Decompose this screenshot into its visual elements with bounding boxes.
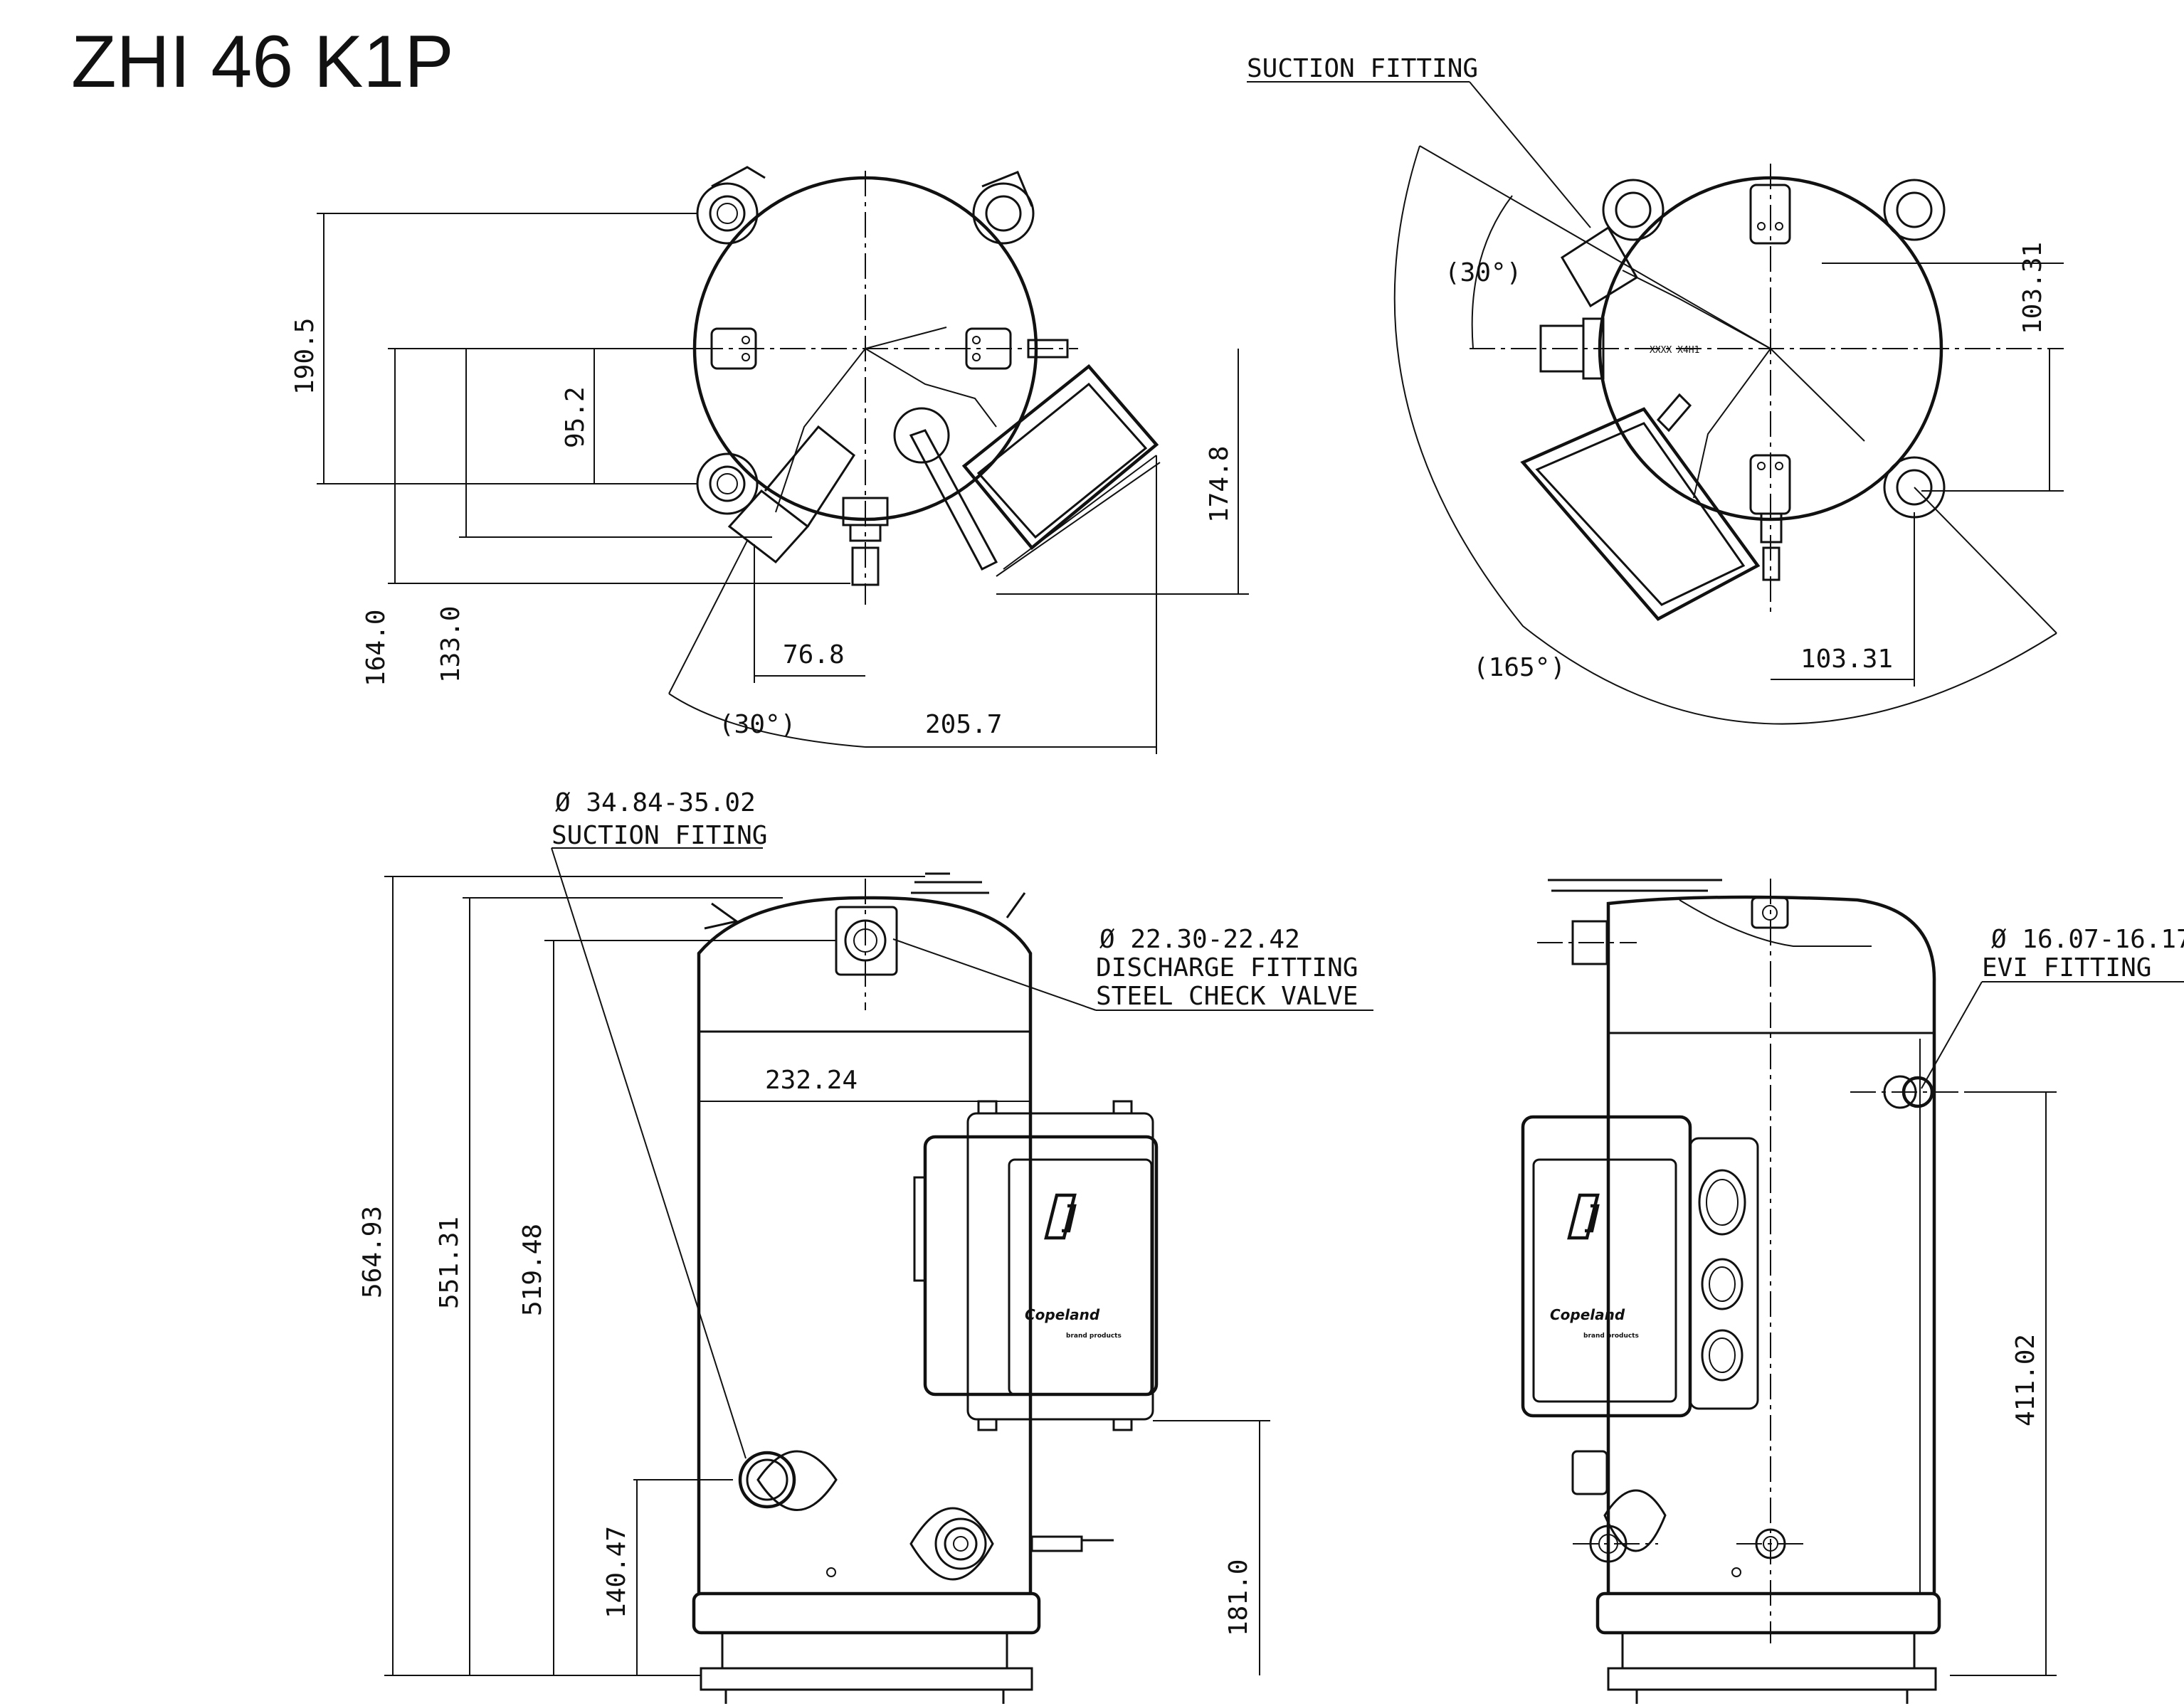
dim-190-5: 190.5 bbox=[290, 318, 320, 395]
shell-top-side bbox=[1606, 895, 1936, 1032]
discharge-stub bbox=[842, 497, 889, 586]
front-elevation-view: Ø 34.84-35.02 SUCTION FITING Ø 22.30-22.… bbox=[358, 788, 1373, 1704]
dim-76-8: 76.8 bbox=[783, 640, 845, 669]
dim-519-48: 519.48 bbox=[518, 1224, 547, 1316]
copeland-brand-sub-side: brand products bbox=[1583, 1333, 1639, 1340]
dim-232-24: 232.24 bbox=[765, 1066, 858, 1095]
dim-95-2: 95.2 bbox=[561, 386, 590, 448]
copeland-brand-front: Copeland bbox=[1025, 1306, 1100, 1323]
dim-174-8: 174.8 bbox=[1205, 446, 1234, 523]
dim-103-31-horizontal: 103.31 bbox=[1800, 645, 1893, 674]
dim-133-0: 133.0 bbox=[436, 606, 465, 683]
shell-top-dome bbox=[697, 896, 1033, 1028]
angle-165: (165°) bbox=[1473, 653, 1566, 682]
mounting-lugs bbox=[696, 166, 1035, 515]
terminal-blocks bbox=[710, 327, 1069, 370]
base-plate-side bbox=[1595, 1591, 1941, 1704]
evi-diameter: Ø 16.07-16.17 bbox=[1991, 925, 2184, 954]
dim-181-0: 181.0 bbox=[1224, 1559, 1253, 1636]
drawing-title: ZHI 46 K1P bbox=[71, 21, 454, 103]
base-plate-front bbox=[692, 1591, 1041, 1704]
dim-411-02: 411.02 bbox=[2011, 1334, 2040, 1426]
discharge-fitting-label: DISCHARGE FITTING bbox=[1096, 953, 1358, 982]
copeland-brand-side: Copeland bbox=[1550, 1306, 1625, 1323]
suction-fitting-label-top: SUCTION FITTING bbox=[1247, 54, 1478, 83]
dim-205-7: 205.7 bbox=[925, 710, 1002, 739]
suction-stub bbox=[727, 425, 855, 564]
electrical-box-side: Copeland brand products bbox=[1521, 1115, 1759, 1418]
dim-551-31: 551.31 bbox=[435, 1217, 464, 1309]
marking-text: XXXX X4H1 bbox=[1650, 345, 1699, 356]
electrical-box-front: Copeland brand products bbox=[913, 1100, 1159, 1431]
steel-check-valve-label: STEEL CHECK VALVE bbox=[1096, 982, 1358, 1011]
copeland-brand-sub-front: brand products bbox=[1066, 1333, 1122, 1340]
dim-164-0: 164.0 bbox=[362, 610, 391, 687]
oil-sight-fitting-front bbox=[909, 1507, 1114, 1581]
top-right-plan-view: SUCTION FITTING XXXX X4H1 103.31 103.31 bbox=[1247, 54, 2064, 725]
top-left-plan-view: 190.5 164.0 133.0 95.2 174.8 76.8 205.7 … bbox=[290, 166, 1249, 754]
dim-140-47: 140.47 bbox=[602, 1526, 631, 1618]
discharge-diameter: Ø 22.30-22.42 bbox=[1099, 925, 1300, 954]
suction-fitting-front bbox=[738, 1450, 838, 1511]
dim-564-93: 564.93 bbox=[358, 1206, 387, 1298]
electrical-box-plan bbox=[961, 364, 1161, 577]
angle-30-right: (30°) bbox=[1445, 258, 1521, 287]
suction-fitting-label-front: SUCTION FITING bbox=[552, 821, 767, 850]
side-elevation-view: Ø 16.07-16.17 EVI FITTING 411.02 bbox=[1521, 879, 2184, 1704]
evi-fitting-label: EVI FITTING bbox=[1982, 953, 2151, 982]
suction-diameter: Ø 34.84-35.02 bbox=[555, 788, 756, 817]
dim-103-31-vertical: 103.31 bbox=[2018, 242, 2047, 334]
angle-30-left: (30°) bbox=[719, 710, 796, 739]
